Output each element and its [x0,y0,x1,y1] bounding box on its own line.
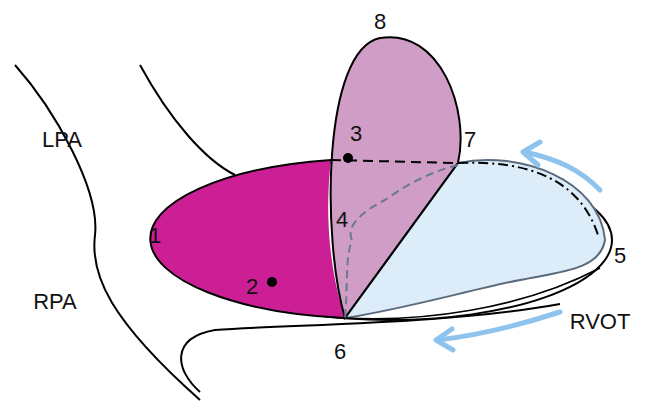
callout-number: 6 [334,341,346,363]
callout-number: 4 [336,209,348,231]
callout-number: 3 [350,123,362,145]
vessel-label: RVOT [570,311,631,333]
callout-number: 2 [246,276,258,298]
callout-number: 1 [149,225,161,247]
vessel-label: RPA [33,291,77,313]
callout-number: 5 [614,245,626,267]
callout-number: 8 [374,11,386,33]
vessel-label: LPA [42,129,82,151]
callout-number: 7 [464,129,476,151]
